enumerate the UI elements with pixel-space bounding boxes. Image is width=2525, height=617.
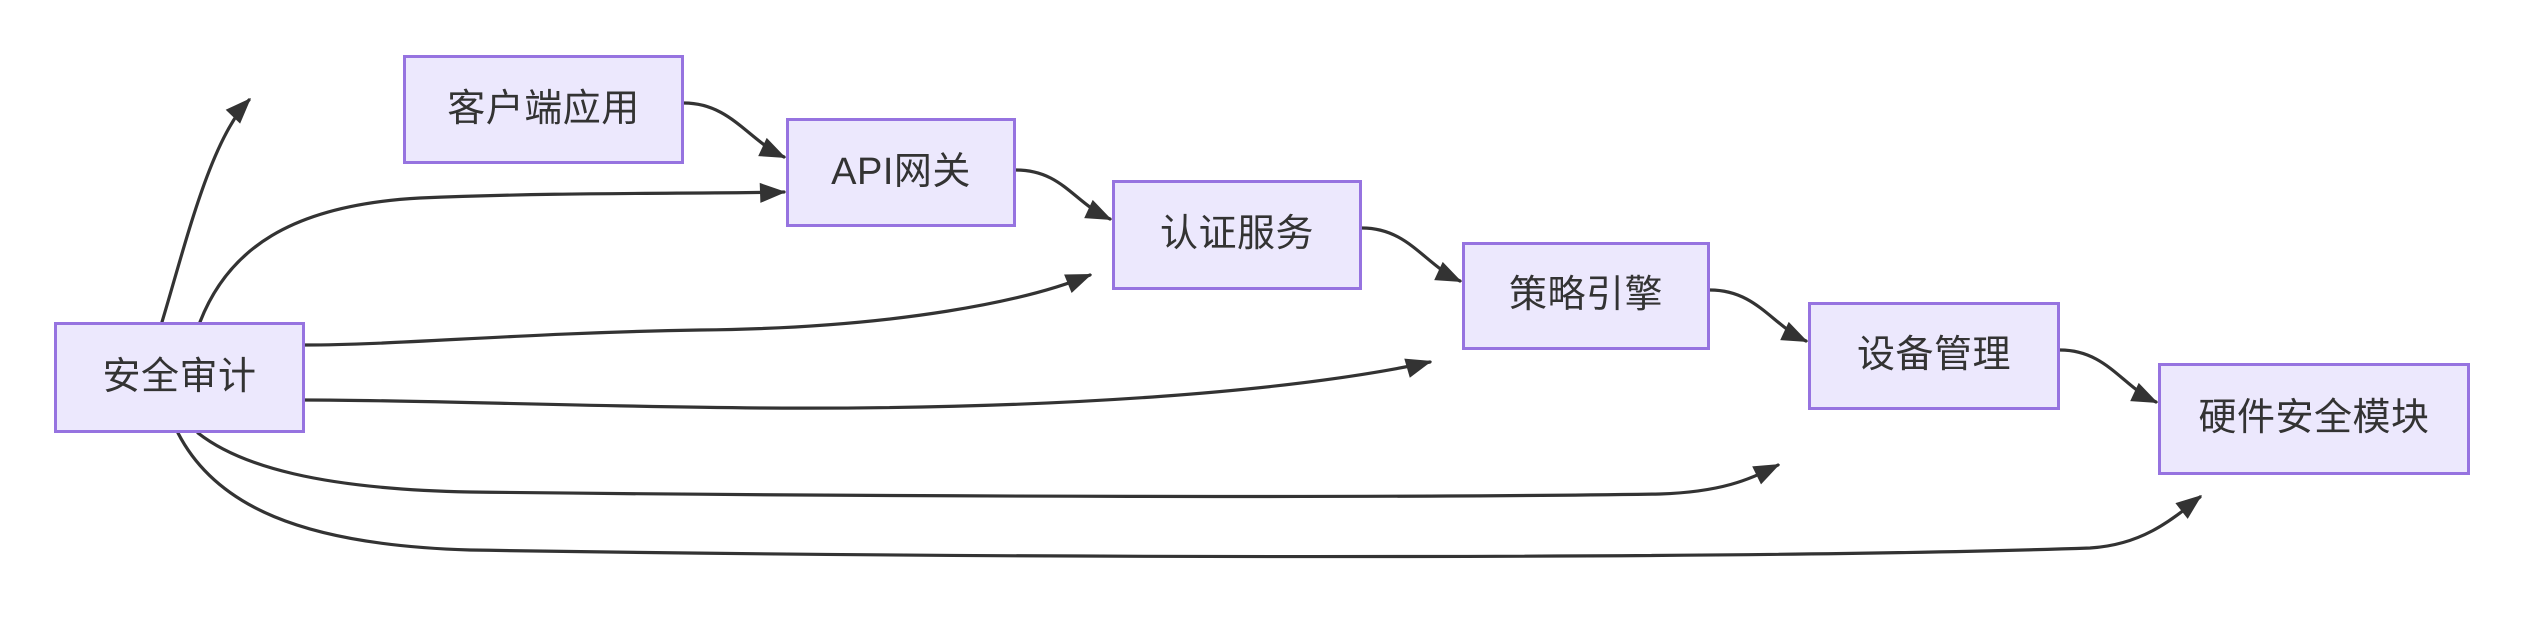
node-policy-engine[interactable]: 策略引擎 <box>1462 242 1710 350</box>
edge-security-audit-to-auth-service <box>303 273 1092 347</box>
arrow-head-icon <box>758 137 786 158</box>
arrow-head-icon <box>1434 261 1462 282</box>
edge-line <box>176 431 2202 559</box>
node-label-hsm: 硬件安全模块 <box>2198 397 2430 440</box>
edge-security-audit-to-device-mgmt <box>196 431 1780 499</box>
edge-line <box>198 190 786 324</box>
node-label-device-mgmt: 设备管理 <box>1856 334 2011 377</box>
edge-line <box>196 431 1780 499</box>
edge-security-audit-to-policy-engine <box>303 358 1432 410</box>
arrow-head-icon <box>759 182 786 203</box>
edge-line <box>303 273 1092 347</box>
arrow-head-icon <box>1084 199 1112 220</box>
edge-policy-engine-to-device-mgmt <box>1708 288 1808 343</box>
edge-device-mgmt-to-hsm <box>2058 348 2158 404</box>
node-client-app[interactable]: 客户端应用 <box>403 55 684 164</box>
edge-line <box>303 360 1432 410</box>
node-device-mgmt[interactable]: 设备管理 <box>1808 302 2060 410</box>
edge-api-gateway-to-auth-service <box>1014 168 1112 221</box>
edge-security-audit-to-api-gateway <box>198 182 786 324</box>
arrow-head-icon <box>2130 382 2158 403</box>
node-label-policy-engine: 策略引擎 <box>1508 274 1663 317</box>
arrow-head-icon <box>225 98 251 124</box>
arrow-head-icon <box>1064 274 1092 293</box>
edges-group <box>160 98 2202 559</box>
edge-auth-service-to-policy-engine <box>1360 226 1462 283</box>
node-api-gateway[interactable]: API网关 <box>786 118 1016 227</box>
node-label-api-gateway: API网关 <box>831 150 971 193</box>
node-auth-service[interactable]: 认证服务 <box>1112 180 1362 290</box>
node-security-audit[interactable]: 安全审计 <box>54 322 305 433</box>
edge-security-audit-to-hsm <box>176 431 2202 559</box>
node-label-auth-service: 认证服务 <box>1159 213 1314 256</box>
arrow-head-icon <box>2175 495 2202 519</box>
arrow-head-icon <box>1404 358 1432 378</box>
node-label-security-audit: 安全审计 <box>102 355 257 398</box>
arrow-head-icon <box>1752 464 1780 485</box>
node-label-client-app: 客户端应用 <box>447 87 640 130</box>
edge-security-audit-to-client-app <box>160 98 251 324</box>
arrow-head-icon <box>1780 321 1808 342</box>
edge-client-app-to-api-gateway <box>682 101 786 159</box>
node-hsm[interactable]: 硬件安全模块 <box>2158 363 2470 475</box>
